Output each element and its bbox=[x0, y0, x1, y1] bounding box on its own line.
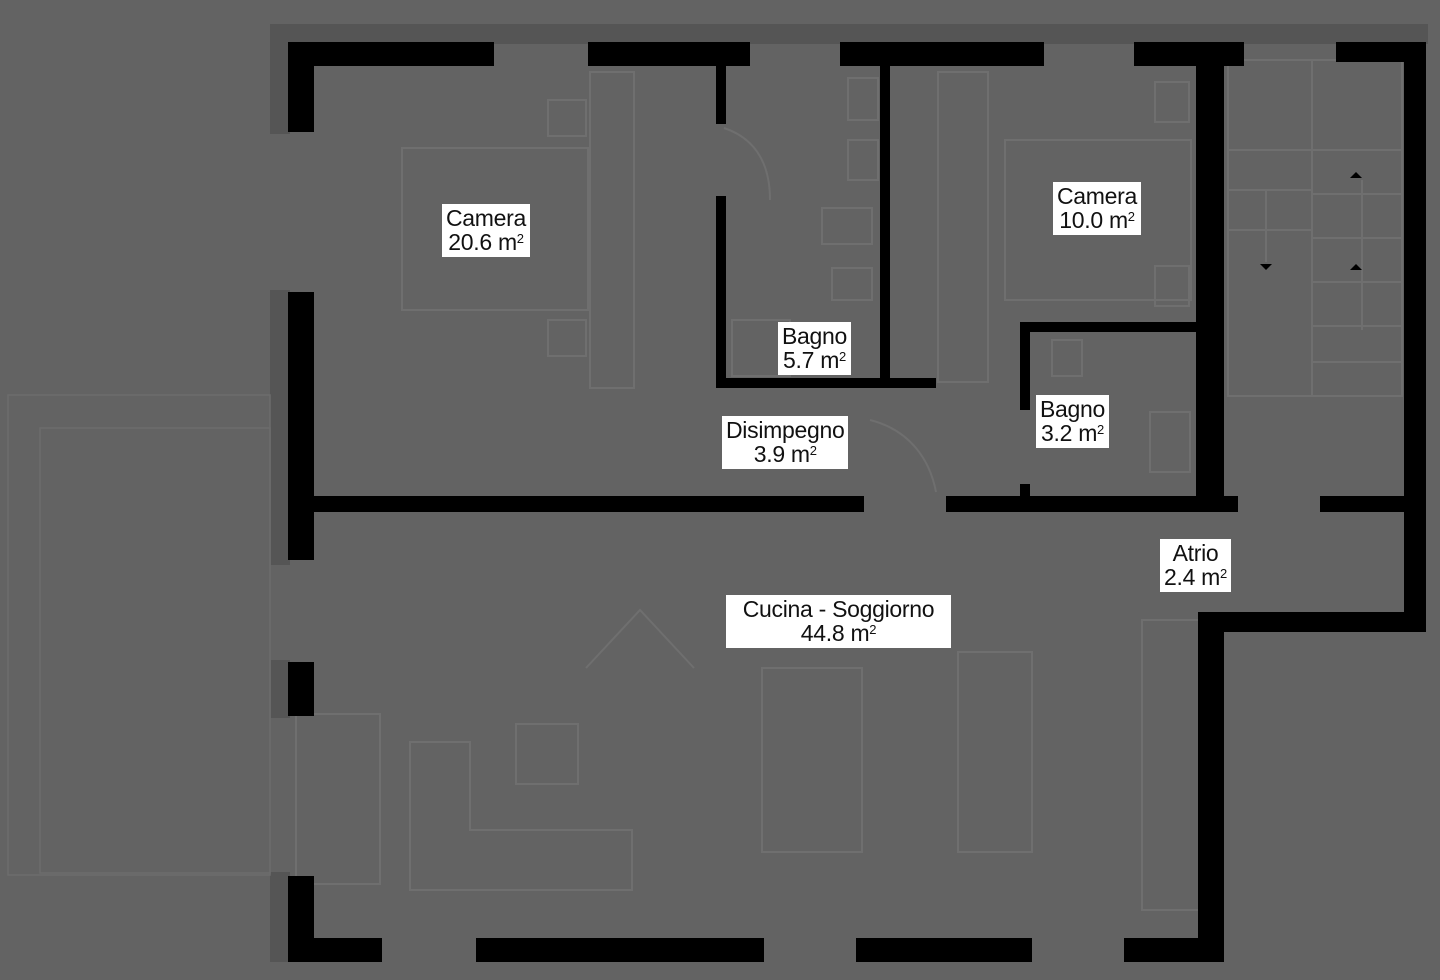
stairwell bbox=[1227, 59, 1403, 397]
area-unit: m bbox=[1108, 207, 1128, 233]
fixture-bath1-mid bbox=[847, 139, 879, 181]
furniture bbox=[295, 59, 1403, 911]
area-unit: m bbox=[1078, 420, 1098, 446]
door-swing-hall bbox=[869, 419, 937, 493]
walls bbox=[288, 42, 1426, 962]
room-area: 3.2 bbox=[1041, 420, 1073, 446]
sink-bath1 bbox=[821, 207, 873, 245]
room-area: 10.0 bbox=[1059, 207, 1103, 233]
stair-arrows bbox=[1260, 172, 1362, 270]
nightstand-right-bottom bbox=[1154, 265, 1190, 307]
dining-table bbox=[761, 667, 863, 853]
room-name: Camera bbox=[1057, 183, 1138, 209]
area-exponent: 2 bbox=[809, 443, 817, 458]
room-name: Atrio bbox=[1172, 540, 1219, 566]
door-swing-bath1 bbox=[723, 127, 771, 201]
kitchen-counter bbox=[409, 741, 633, 891]
area-exponent: 2 bbox=[839, 349, 846, 364]
area-exponent: 2 bbox=[1127, 209, 1135, 224]
bed-left bbox=[401, 147, 589, 311]
room-area: 20.6 bbox=[448, 229, 492, 255]
armchair bbox=[515, 723, 579, 785]
room-label-atrio: Atrio 2.4 m2 bbox=[1160, 539, 1231, 592]
area-exponent: 2 bbox=[869, 622, 877, 637]
nightstand-right-top bbox=[1154, 81, 1190, 123]
fixture-bath1-top bbox=[847, 77, 879, 121]
area-exponent: 2 bbox=[1220, 566, 1227, 581]
area-exponent: 2 bbox=[516, 231, 524, 246]
nightstand-left-bottom bbox=[547, 319, 587, 357]
nightstand-left-top bbox=[547, 99, 587, 137]
room-label-bagno-small: Bagno 3.2 m2 bbox=[1036, 395, 1110, 448]
area-unit: m bbox=[1201, 564, 1221, 590]
room-name: Bagno bbox=[1040, 396, 1106, 422]
room-area: 2.4 bbox=[1164, 564, 1196, 590]
area-unit: m bbox=[497, 229, 517, 255]
terrace-outline bbox=[7, 394, 271, 876]
area-unit: m bbox=[820, 347, 840, 373]
room-name: Camera bbox=[446, 205, 527, 231]
toilet-bath1 bbox=[831, 267, 873, 301]
sink-bath2 bbox=[1149, 411, 1191, 473]
area-unit: m bbox=[850, 620, 870, 646]
room-name: Disimpegno bbox=[726, 417, 845, 443]
room-name: Cucina - Soggiorno bbox=[742, 596, 935, 622]
room-area: 44.8 bbox=[800, 620, 845, 646]
cabinet-right bbox=[1141, 619, 1201, 911]
kitchen-unit bbox=[295, 713, 381, 885]
room-label-disimpegno: Disimpegno 3.9 m2 bbox=[722, 416, 849, 469]
room-area: 5.7 bbox=[783, 347, 815, 373]
room-name: Bagno bbox=[782, 323, 848, 349]
wardrobe-left bbox=[589, 71, 635, 389]
room-label-camera-small: Camera 10.0 m2 bbox=[1053, 182, 1142, 235]
room-label-bagno-large: Bagno 5.7 m2 bbox=[778, 322, 852, 375]
door-swing-living bbox=[585, 608, 695, 669]
room-label-camera-large: Camera 20.6 m2 bbox=[442, 204, 531, 257]
exterior-band bbox=[270, 24, 1428, 962]
toilet-bath2 bbox=[1051, 339, 1083, 377]
area-exponent: 2 bbox=[1097, 422, 1104, 437]
room-area: 3.9 bbox=[753, 441, 785, 467]
area-unit: m bbox=[790, 441, 810, 467]
wardrobe-right bbox=[937, 71, 989, 383]
sofa bbox=[957, 651, 1033, 853]
room-label-cucina-soggiorno: Cucina - Soggiorno 44.8 m2 bbox=[726, 595, 951, 648]
bed-right bbox=[1004, 139, 1192, 301]
